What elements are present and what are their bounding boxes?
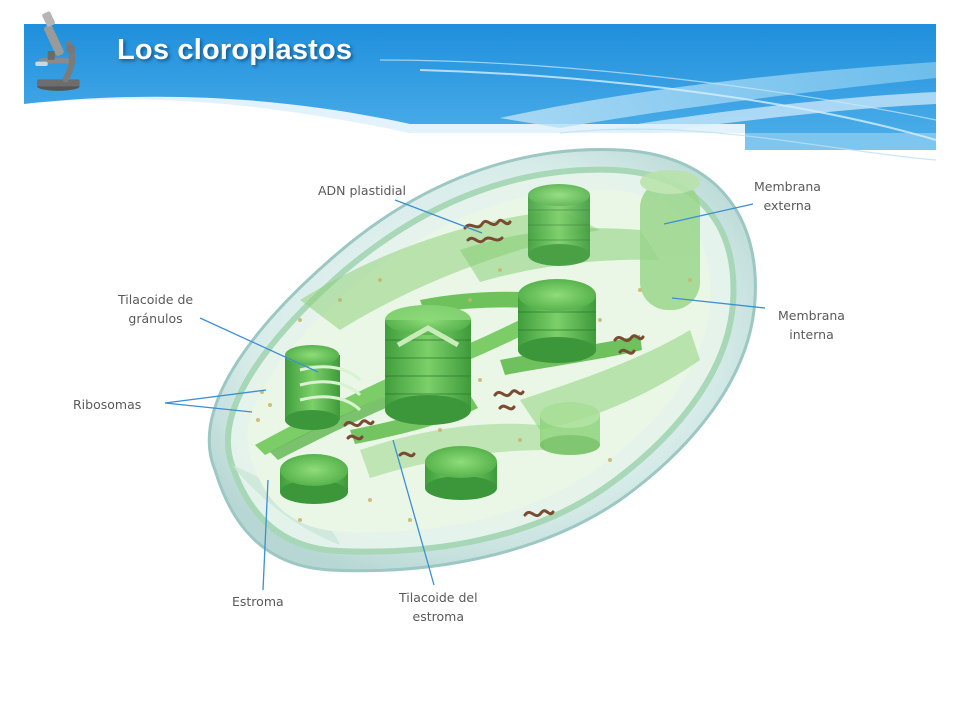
header-banner xyxy=(24,24,937,161)
ribosome-dots xyxy=(256,268,692,522)
slide-title: Los cloroplastos xyxy=(117,34,353,66)
leader-lines xyxy=(164,199,766,591)
label-ribosomas: Ribosomas xyxy=(73,397,142,412)
label-adn-plastidial: ADN plastidial xyxy=(318,183,406,198)
dna-cluster xyxy=(343,218,645,518)
label-estroma: Estroma xyxy=(232,594,284,609)
microscope-icon xyxy=(35,11,80,91)
label-membrana-externa: Membrana externa xyxy=(754,179,821,213)
granum-back-right xyxy=(640,170,700,310)
granum-central xyxy=(385,305,471,425)
label-tilacoide-granulos: Tilacoide de gránulos xyxy=(118,292,194,326)
label-membrana-interna: Membrana interna xyxy=(778,308,845,342)
granum-lower-middle xyxy=(425,446,497,500)
granum-right xyxy=(518,279,596,363)
granum-lower-right xyxy=(540,402,600,455)
granum-left xyxy=(285,345,362,430)
granum-back-top xyxy=(528,184,590,266)
granum-lower-left xyxy=(280,454,348,504)
label-tilacoide-estroma: Tilacoide del estroma xyxy=(399,590,478,624)
